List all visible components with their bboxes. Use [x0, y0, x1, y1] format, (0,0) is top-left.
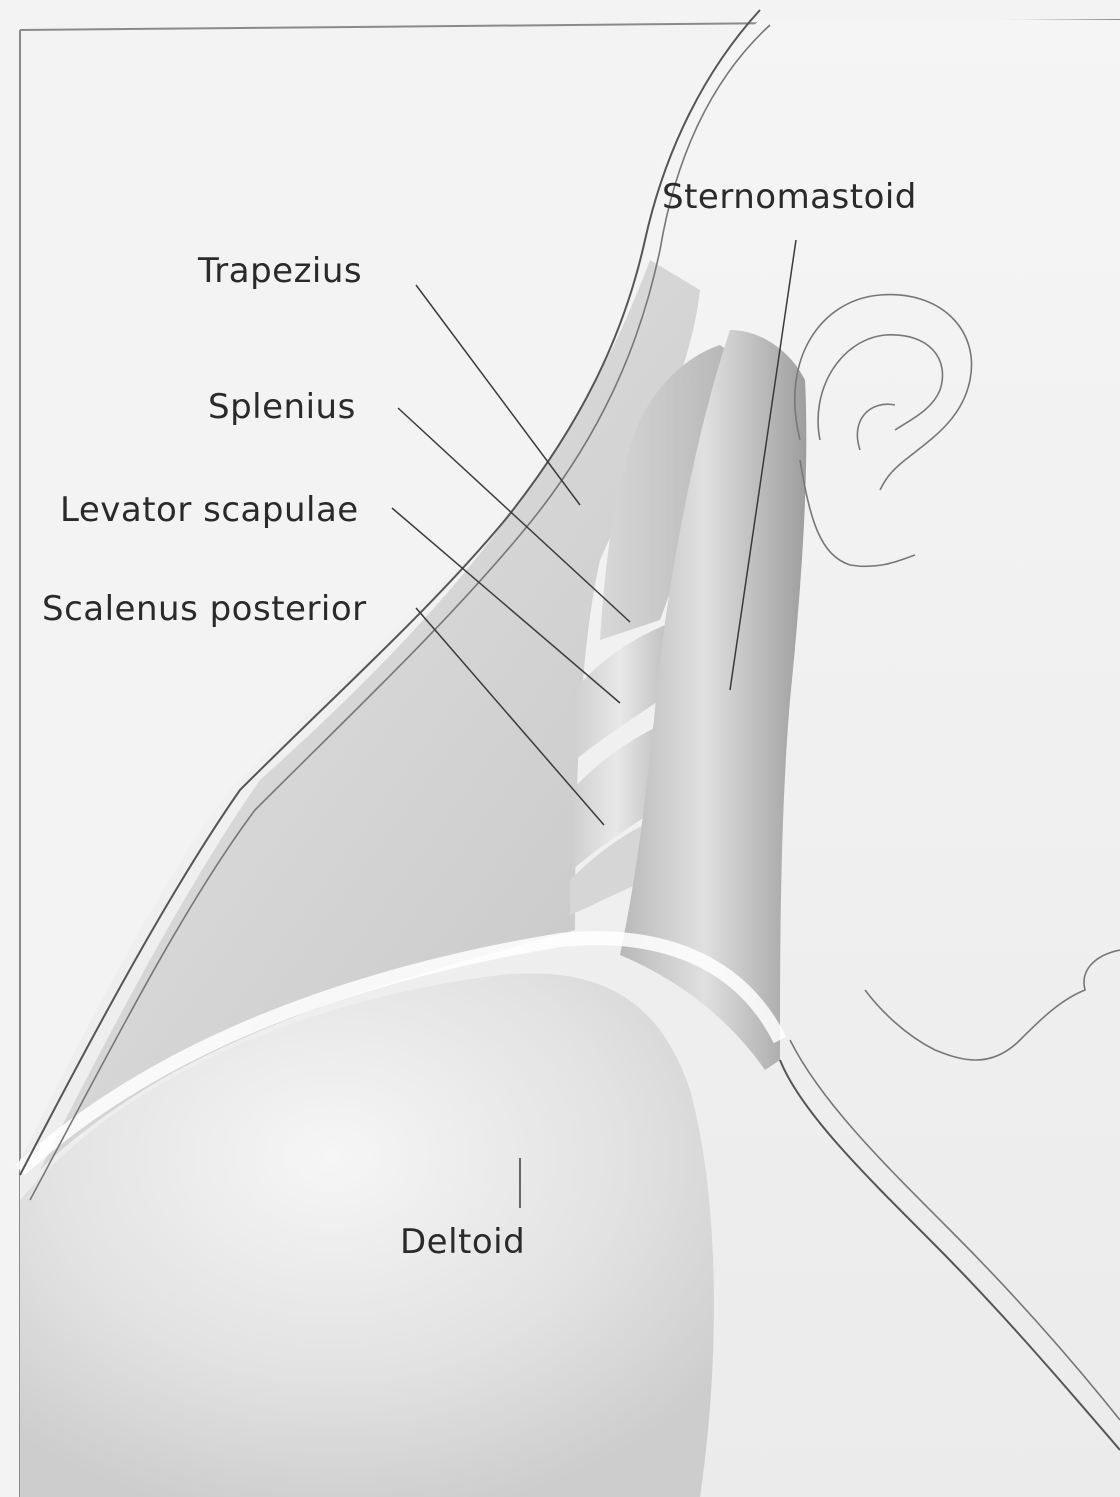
label-sternomastoid: Sternomastoid — [662, 177, 917, 217]
label-deltoid: Deltoid — [400, 1222, 525, 1262]
label-levator-scapulae: Levator scapulae — [60, 490, 359, 530]
label-scalenus-posterior: Scalenus posterior — [42, 589, 367, 629]
label-splenius: Splenius — [208, 387, 356, 427]
label-trapezius: Trapezius — [197, 251, 362, 291]
